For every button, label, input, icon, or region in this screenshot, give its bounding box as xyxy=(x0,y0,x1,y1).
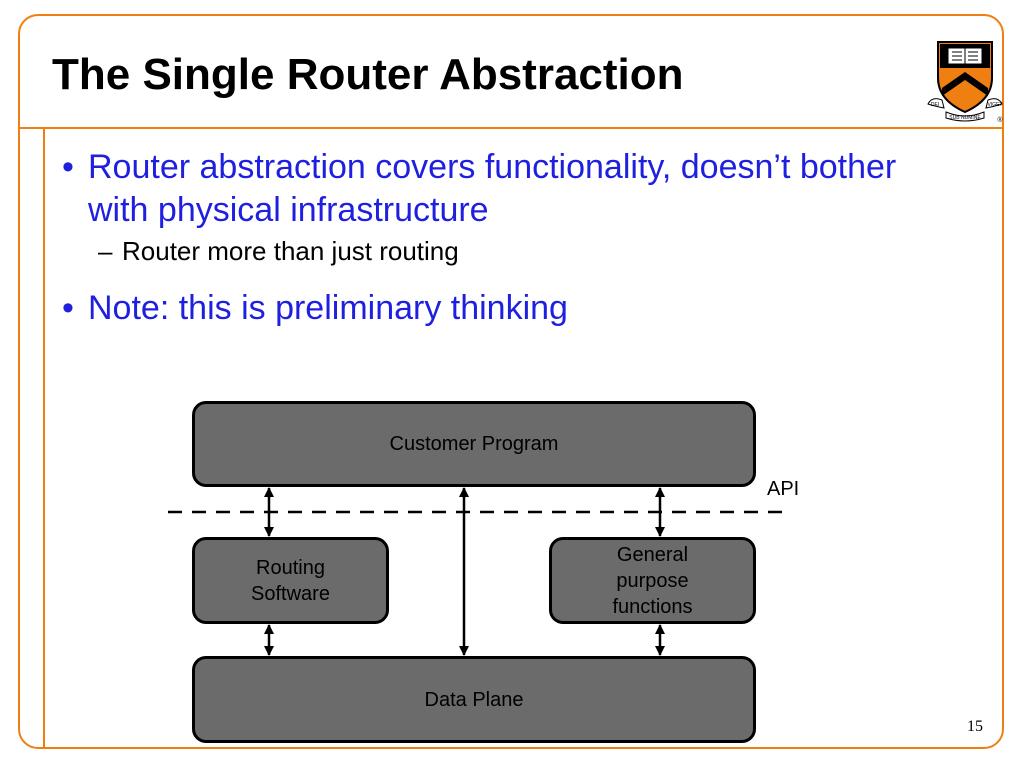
bullet-marker: • xyxy=(62,289,74,327)
princeton-shield-icon: DEI SUB NUMINE VIGET ® xyxy=(927,41,1003,124)
bullet-text: Router abstraction covers functionality,… xyxy=(88,148,897,229)
sub-bullet-text: Router more than just routing xyxy=(122,236,459,266)
svg-text:VIGET: VIGET xyxy=(987,102,1002,108)
page-number: 15 xyxy=(967,718,983,735)
sub-bullet-marker: – xyxy=(98,236,113,266)
sub-bullet-item: – Router more than just routing xyxy=(98,236,962,267)
customer-program-box: Customer Program xyxy=(192,401,756,487)
bullet-list: • Router abstraction covers functionalit… xyxy=(62,146,962,330)
bullet-item: • Note: this is preliminary thinking xyxy=(62,287,962,330)
customer-program-label: Customer Program xyxy=(389,433,559,455)
bullet-item: • Router abstraction covers functionalit… xyxy=(62,146,962,232)
data-plane-box: Data Plane xyxy=(192,656,756,743)
slide-title: The Single Router Abstraction xyxy=(52,50,684,99)
general-purpose-box: General purpose functions xyxy=(549,537,756,624)
bullet-marker: • xyxy=(62,148,74,186)
svg-text:DEI: DEI xyxy=(931,102,939,108)
routing-software-box: Routing Software xyxy=(192,537,389,624)
title-divider xyxy=(20,127,1002,129)
general-purpose-label: General purpose functions xyxy=(612,543,693,618)
data-plane-label: Data Plane xyxy=(424,688,524,711)
api-label: API xyxy=(767,478,800,500)
bullet-text: Note: this is preliminary thinking xyxy=(88,289,568,327)
left-rule xyxy=(43,129,45,747)
slide-frame xyxy=(18,14,1004,749)
svg-text:SUB NUMINE: SUB NUMINE xyxy=(949,115,981,121)
routing-software-label: Routing Software xyxy=(251,556,330,605)
svg-text:®: ® xyxy=(997,116,1003,124)
